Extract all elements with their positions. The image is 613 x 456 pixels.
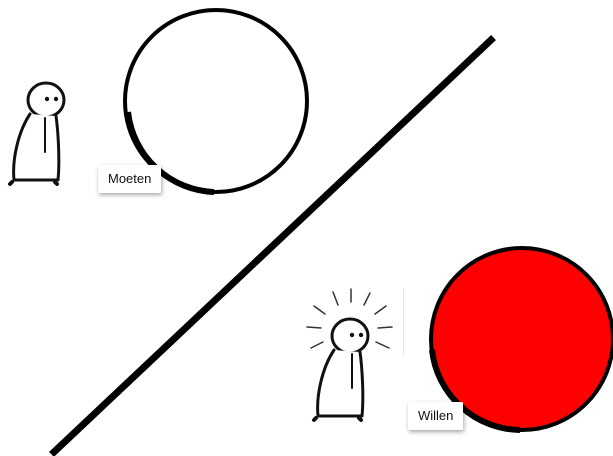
label-moeten: Moeten — [98, 165, 161, 193]
stick-figure-icon — [10, 83, 64, 184]
idea-frame — [305, 288, 404, 356]
label-willen: Willen — [408, 402, 463, 430]
